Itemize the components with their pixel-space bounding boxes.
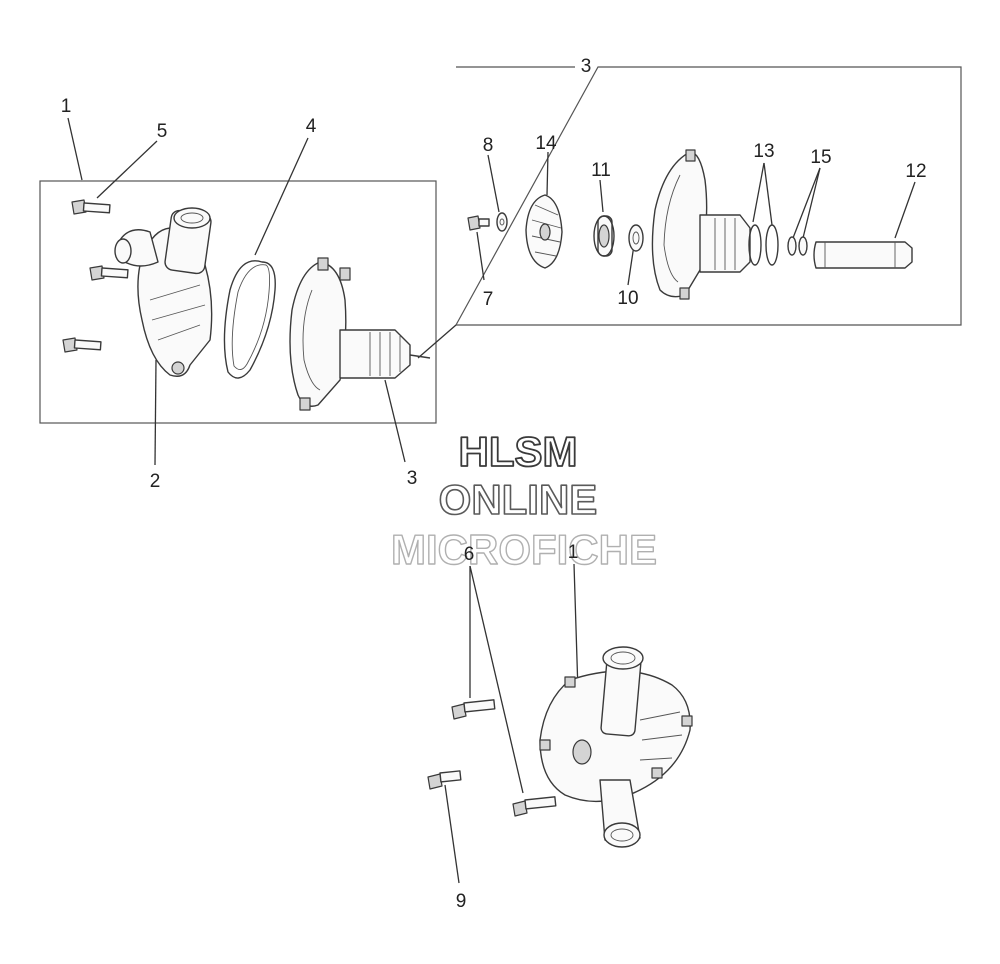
bolt-lower xyxy=(62,337,102,353)
seal-10 xyxy=(628,224,644,252)
o-rings-13 xyxy=(748,224,779,266)
callout-2: 2 xyxy=(150,471,161,492)
watermark-line-1: HLSM xyxy=(459,428,578,475)
assembly-box-right xyxy=(454,66,962,326)
pump-body-left xyxy=(289,257,431,411)
callout-9: 9 xyxy=(456,891,467,912)
bolt-upper xyxy=(71,199,111,215)
callout-3-top: 3 xyxy=(581,56,592,77)
callout-12: 12 xyxy=(905,161,926,182)
impeller-14 xyxy=(525,194,563,269)
watermark-line-2: ONLINE xyxy=(439,476,598,523)
pump-body-right xyxy=(651,149,751,300)
callout-10: 10 xyxy=(617,288,638,309)
bolt-middle xyxy=(89,265,129,281)
washer-8 xyxy=(496,212,508,232)
callout-8: 8 xyxy=(483,135,494,156)
seal-11 xyxy=(593,215,615,257)
assembly-box-left xyxy=(39,180,437,424)
shaft-12 xyxy=(813,241,913,269)
bolt-6-upper xyxy=(451,699,496,720)
pump-cover xyxy=(114,207,213,377)
callout-13: 13 xyxy=(753,141,774,162)
callout-14: 14 xyxy=(535,133,557,154)
leader-lines xyxy=(67,117,916,884)
callout-5: 5 xyxy=(157,121,168,142)
o-ring xyxy=(223,260,276,379)
seals-15 xyxy=(787,236,808,256)
callout-11: 11 xyxy=(591,160,611,181)
bolt-9 xyxy=(427,770,462,790)
screw-7 xyxy=(467,215,490,231)
bolt-6-lower xyxy=(512,796,557,817)
pump-assembly xyxy=(539,646,693,848)
callout-6: 6 xyxy=(464,544,475,565)
callout-15: 15 xyxy=(810,147,831,168)
callout-1-bottom: 1 xyxy=(568,542,579,563)
callout-3-lower: 3 xyxy=(407,468,418,489)
watermark-line-3: MICROFICHE xyxy=(391,526,657,573)
callout-1-top: 1 xyxy=(61,96,72,117)
callout-7: 7 xyxy=(483,289,494,310)
callout-4: 4 xyxy=(306,116,317,137)
